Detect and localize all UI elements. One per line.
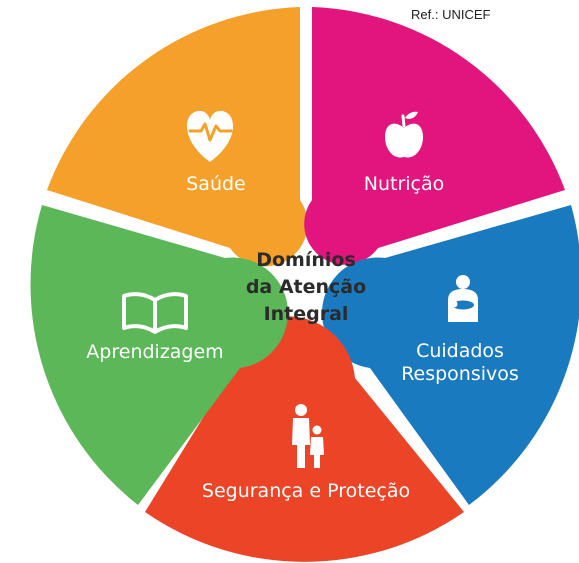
- center-title-line1: Domínios: [256, 249, 356, 271]
- label-seguranca-protecao: Segurança e Proteção: [202, 480, 410, 502]
- center-title-line2: da Atenção: [246, 276, 366, 298]
- heart-pulse-icon: [186, 110, 234, 162]
- label-saude: Saúde: [186, 173, 246, 195]
- apple-icon: [385, 111, 423, 158]
- caregiver-baby-icon: [448, 275, 478, 322]
- petal-saude: [47, 7, 308, 267]
- center-title-line3: Integral: [264, 303, 349, 325]
- open-book-icon: [122, 292, 188, 334]
- label-nutricao: Nutrição: [364, 173, 445, 195]
- adult-child-icon: [292, 404, 324, 468]
- reference-text: Ref.: UNICEF: [411, 7, 491, 22]
- petal-aprendizagem: [30, 205, 289, 505]
- label-responsivos: Responsivos: [401, 363, 519, 385]
- label-aprendizagem: Aprendizagem: [86, 341, 223, 363]
- petal-cuidados-responsivos: [322, 205, 579, 505]
- label-cuidados: Cuidados: [416, 340, 504, 362]
- petal-nutricao: [304, 7, 565, 265]
